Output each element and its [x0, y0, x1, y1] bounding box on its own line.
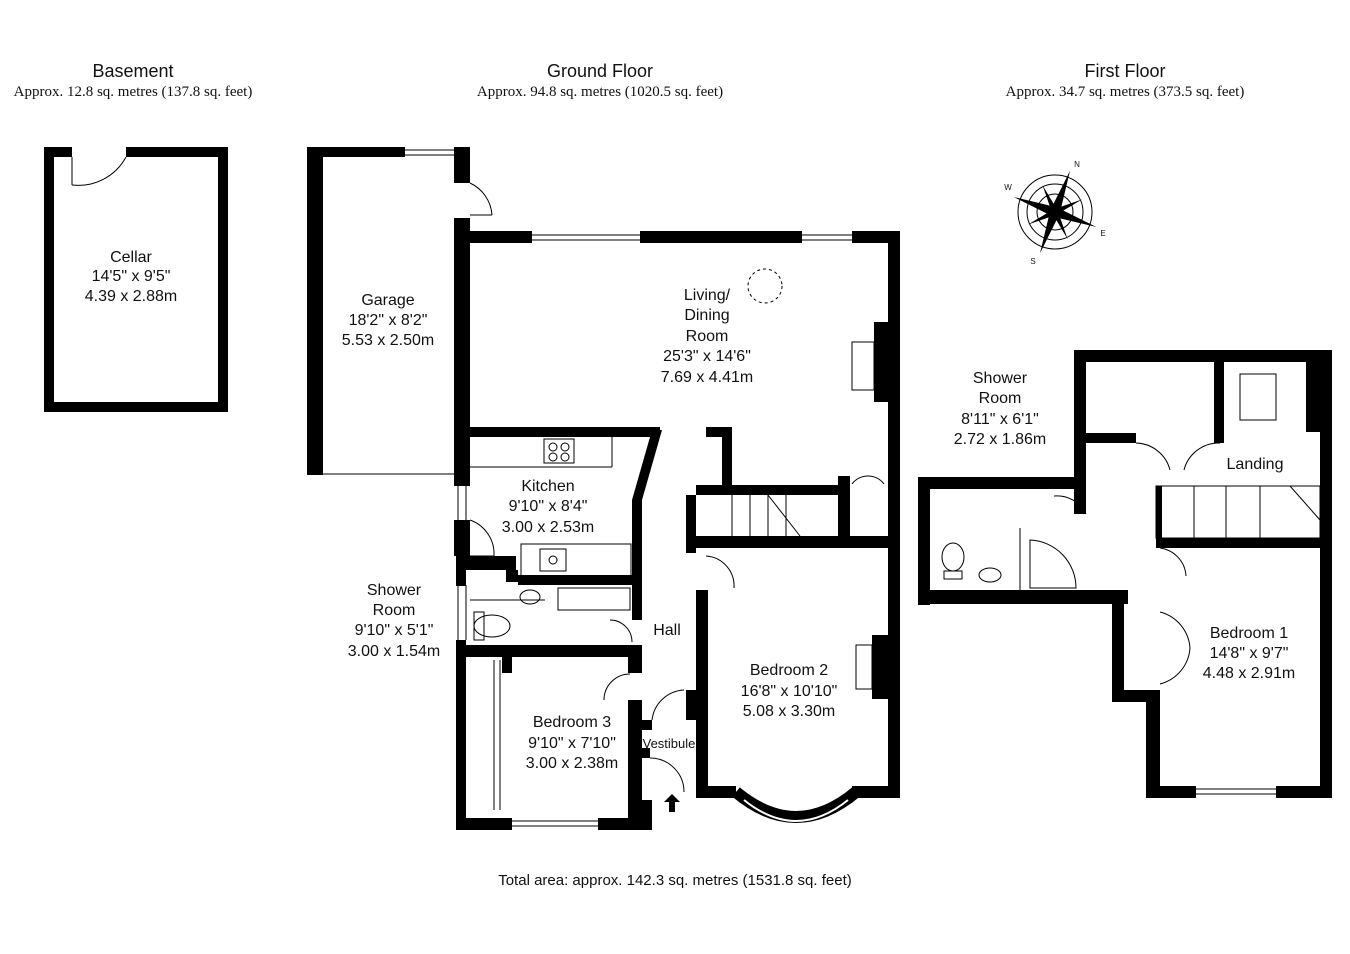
- kitchen-imperial: 9'10" x 8'4": [509, 498, 588, 515]
- bedroom3-name: Bedroom 3: [533, 714, 611, 731]
- compass-east: E: [1100, 229, 1105, 238]
- living-imperial: 25'3" x 14'6": [663, 348, 751, 365]
- compass-south: S: [1030, 257, 1035, 266]
- bedroom1-imperial: 14'8" x 9'7": [1210, 645, 1289, 662]
- ground-floor-area: Approx. 94.8 sq. metres (1020.5 sq. feet…: [476, 84, 724, 100]
- bedroom3-imperial: 9'10" x 7'10": [528, 735, 616, 752]
- first-floor-area: Approx. 34.7 sq. metres (373.5 sq. feet): [1005, 84, 1245, 100]
- kitchen-metric: 3.00 x 2.53m: [502, 519, 595, 536]
- compass-rose: N S E W: [1004, 160, 1105, 266]
- shower-first-name-line2: Room: [979, 390, 1022, 407]
- shower-first-metric: 2.72 x 1.86m: [954, 431, 1047, 448]
- bedroom1-metric: 4.48 x 2.91m: [1203, 665, 1296, 682]
- living-name-line3: Room: [686, 328, 729, 345]
- shower-first-name-line1: Shower: [973, 370, 1028, 387]
- bedroom2-imperial: 16'8" x 10'10": [741, 683, 838, 700]
- compass-west: W: [1004, 183, 1012, 192]
- shower-ground-imperial: 9'10" x 5'1": [355, 622, 434, 639]
- bedroom1-name: Bedroom 1: [1210, 625, 1288, 642]
- basement-header: Basement Approx. 12.8 sq. metres (137.8 …: [0, 61, 266, 101]
- first-floor-title: First Floor: [1084, 61, 1166, 81]
- landing-name: Landing: [1227, 456, 1284, 473]
- cellar-walls: [44, 147, 228, 412]
- shower-ground-name-line2: Room: [373, 602, 416, 619]
- living-name-line1: Living/: [684, 287, 731, 304]
- basement-area: Approx. 12.8 sq. metres (137.8 sq. feet): [13, 84, 253, 100]
- first-floor-header: First Floor Approx. 34.7 sq. metres (373…: [965, 61, 1285, 101]
- bedroom3-metric: 3.00 x 2.38m: [526, 755, 619, 772]
- shower-first-imperial: 8'11" x 6'1": [961, 411, 1039, 428]
- basement-title: Basement: [92, 61, 174, 81]
- cellar-name: Cellar: [110, 249, 152, 266]
- garage-imperial: 18'2" x 8'2": [349, 312, 428, 329]
- cellar-metric: 4.39 x 2.88m: [85, 288, 178, 305]
- ground-floor-header: Ground Floor Approx. 94.8 sq. metres (10…: [440, 61, 760, 101]
- garage-metric: 5.53 x 2.50m: [342, 332, 435, 349]
- garage-name: Garage: [361, 292, 414, 309]
- bedroom2-metric: 5.08 x 3.30m: [743, 703, 836, 720]
- shower-ground-metric: 3.00 x 1.54m: [348, 643, 441, 660]
- total-area: Total area: approx. 142.3 sq. metres (15…: [498, 872, 852, 889]
- shower-ground-name-line1: Shower: [367, 582, 422, 599]
- compass-north: N: [1074, 160, 1080, 169]
- bedroom2-name: Bedroom 2: [750, 662, 828, 679]
- living-name-line2: Dining: [684, 307, 729, 324]
- cellar-imperial: 14'5" x 9'5": [92, 268, 171, 285]
- vestibule-name: Vestibule: [643, 736, 696, 751]
- first-floor-walls: [918, 350, 1332, 798]
- kitchen-name: Kitchen: [521, 478, 574, 495]
- ground-floor-title: Ground Floor: [546, 61, 654, 81]
- living-metric: 7.69 x 4.41m: [661, 369, 754, 386]
- ground-floor-walls: [307, 147, 900, 830]
- hall-name: Hall: [653, 622, 681, 639]
